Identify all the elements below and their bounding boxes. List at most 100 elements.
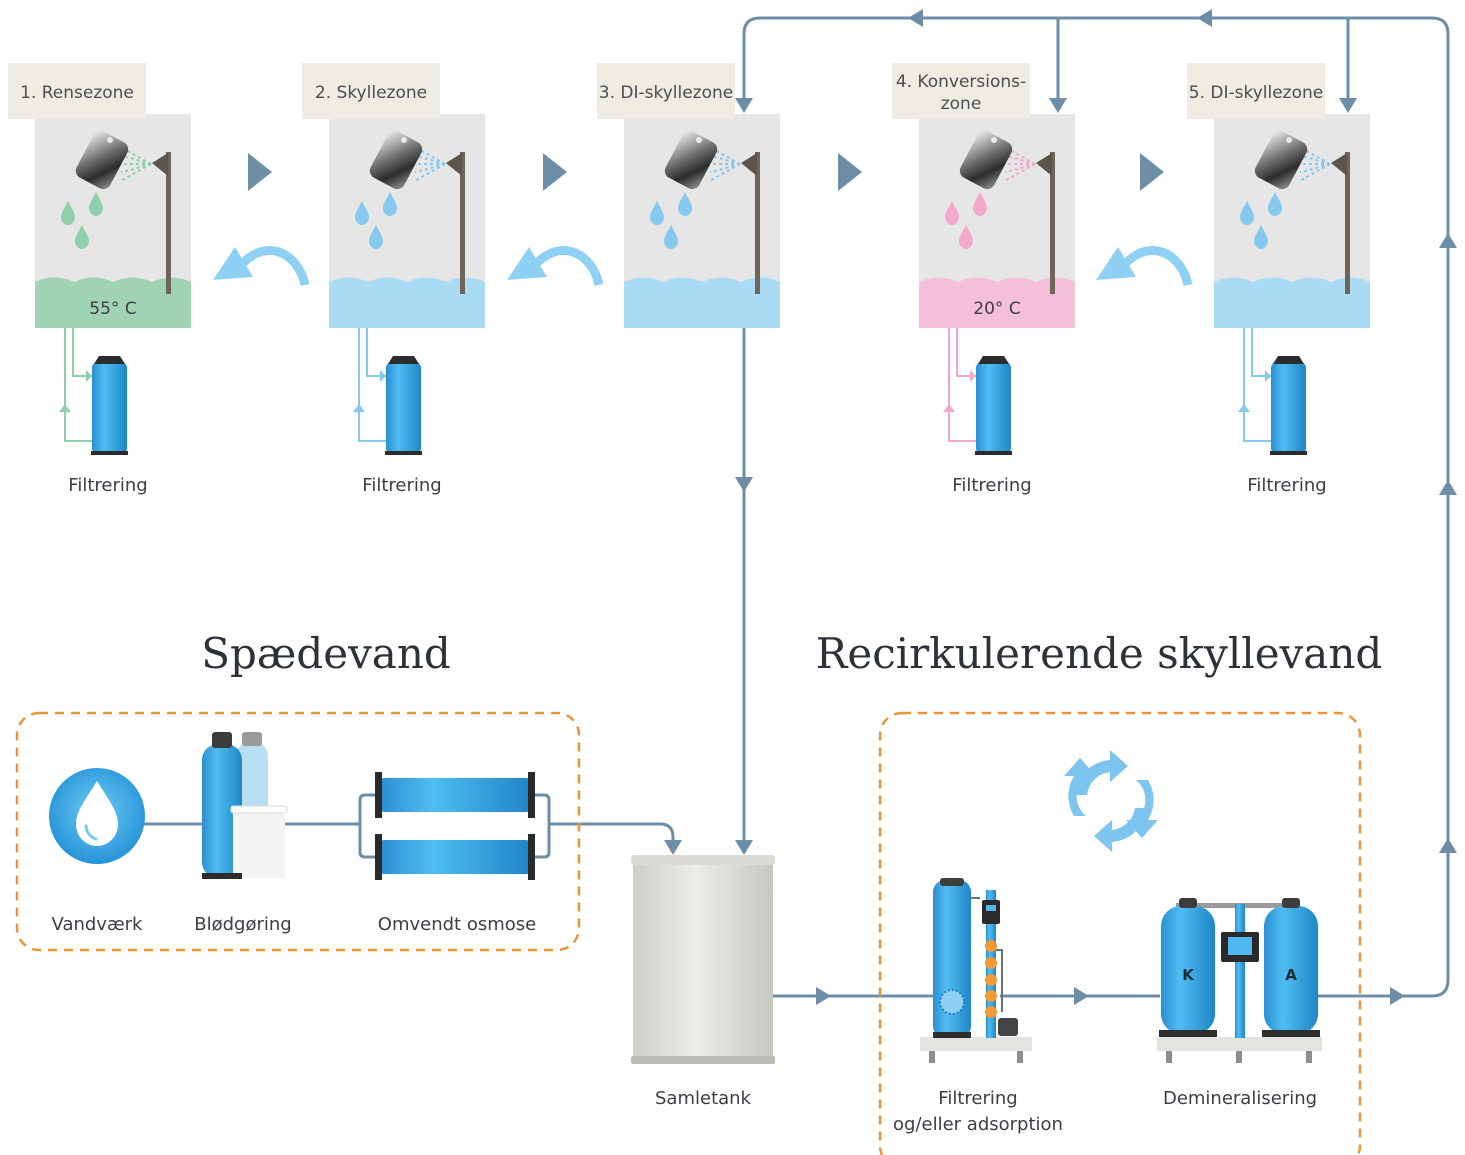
spray-line [414,154,446,165]
zone-label: 2. Skyllezone [302,63,440,119]
zone-label: 4. Konversions-zone [892,63,1030,119]
filter-controller [982,900,1000,924]
metal-part-icon [959,130,1013,190]
zone-3: 3. DI-skyllezone [597,63,780,328]
ro-membrane-top [380,778,530,812]
counterflow-arrowhead [213,247,253,280]
collection-tank-label: Samletank [655,1088,752,1109]
filter-flow-arrow [86,370,92,382]
filter-housing [976,362,1011,454]
water-drop-shine [84,824,98,841]
filter-supply-line [72,328,92,377]
filter-flow-arrow [380,370,386,382]
filter-valve [985,974,997,986]
makeup-water-heading: Spædevand [201,629,451,678]
filter-column-cap [940,878,964,886]
zone-filter-unit: Filtrering [59,328,148,496]
filter-valve [985,957,997,969]
spray-line [1004,154,1036,165]
filter-label: Filtrering [68,475,147,496]
zone-label-box [8,63,146,119]
ro-flange [375,834,382,880]
spray-nozzle-icon [741,153,757,176]
spray-line [1004,163,1036,174]
liquid-drop-icon [945,201,959,225]
zone-label-text: 4. Konversions- [896,72,1026,92]
spray-line [414,163,446,174]
filter-label: Filtrering [362,475,441,496]
zone-temperature: 55° C [89,299,136,319]
liquid-drop-icon [355,201,369,225]
liquid-drop-icon [75,225,89,249]
filter-valve [985,990,997,1002]
spray-line [709,163,741,174]
filter-return-line [64,328,92,442]
pipe-flow-arrow [1439,838,1457,853]
zone-label-box [597,63,735,119]
collection-tank-body [633,860,773,1062]
ro-flange [375,772,382,818]
spray-nozzle-pipe [755,152,760,294]
zone-filter-unit: Filtrering [943,328,1032,496]
waterworks: Vandværk [49,768,145,935]
filter-return-line [1243,328,1271,442]
filter-housing [1271,362,1306,454]
filter-cap [94,356,125,364]
filter-skid-base [920,1037,1032,1051]
spray-nozzle-icon [152,153,168,176]
pipe-flow-arrow [735,98,753,113]
zone-liquid [919,277,1075,328]
pipe-flow-arrow [1197,9,1212,27]
pipe-flow-arrow [1439,480,1457,495]
metal-part-hole [401,137,407,143]
zone-label: 1. Rensezone [8,63,146,119]
filter-flow-arrow [353,404,365,412]
makeup-water-group [15,711,581,952]
filter-column-bottom [933,1032,971,1038]
zone-liquid [1214,277,1370,328]
filter-flow-arrow [59,404,71,412]
liquid-drop-icon [383,192,397,216]
demin-skid-base [1157,1037,1322,1051]
spray-mist [709,146,741,182]
ro-flange [528,772,535,818]
metal-part-hole [107,137,113,143]
forward-flow-arrow [248,153,272,191]
filter-cap [1273,356,1304,364]
liquid-drop-icon [973,192,987,216]
filter-flow-arrow [970,370,976,382]
flow-arrows [664,9,1457,1005]
filter-housing [386,362,421,454]
softener-cylinder [202,744,242,878]
filter-supply-line [956,328,976,377]
liquid-drop-icon [1240,201,1254,225]
demin-skid-foot [1306,1051,1312,1063]
reverse-osmosis-unit: Omvendt osmose [375,772,536,935]
ro-bypass-left [358,793,378,859]
anion-column-cap [1282,898,1300,908]
pipe-flow-arrow [1049,98,1067,113]
spray-nozzle-pipe [1050,152,1055,294]
filter-flow-arrow [1238,404,1250,412]
spray-line [1299,163,1331,174]
brine-tank [233,808,285,878]
recirculation-arrows-icon [1064,750,1158,852]
softener-label: Blødgøring [194,914,291,935]
zone-liquid [624,277,780,328]
filter-skid-foot [929,1051,935,1063]
filter-column [933,880,971,1038]
zone-label-box [302,63,440,119]
filter-skid-foot [1017,1051,1023,1063]
filter-bypass-pipe [971,897,1003,1012]
pipe-flow-arrow [1439,233,1457,248]
filter-cap [978,356,1009,364]
ro-membrane-bottom [380,840,530,874]
filter-supply-line [1251,328,1271,377]
spray-line [120,163,152,174]
filter-controller-display [986,905,996,911]
metal-part-icon [664,130,718,190]
zone-label-box [892,63,1030,119]
